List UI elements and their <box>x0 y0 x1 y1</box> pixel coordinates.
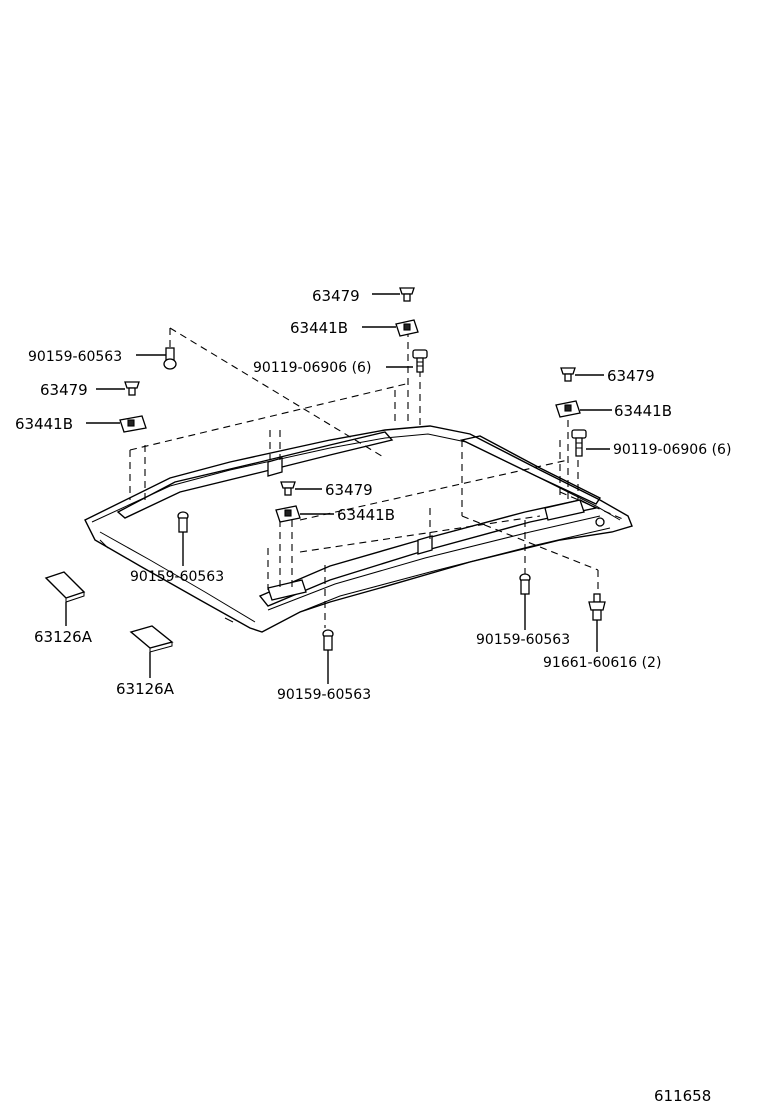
assembly-dashed-lines <box>129 327 626 628</box>
bolt-90159-icon <box>322 629 334 651</box>
bolt-90159-icon <box>177 511 189 533</box>
clip-63479-icon <box>280 481 296 496</box>
callout-90119-top: 90119-06906 (6) <box>253 360 371 376</box>
clip-63479-icon <box>124 381 140 396</box>
clip-63479-icon <box>560 367 576 382</box>
bracket-63441b-icon <box>395 319 419 337</box>
callout-63441b-left: 63441B <box>15 415 73 433</box>
callout-63441b-top: 63441B <box>290 319 348 337</box>
callout-63441b-middle: 63441B <box>337 506 395 524</box>
callout-63479-left: 63479 <box>40 381 88 399</box>
screw-90119-icon <box>412 349 428 373</box>
callout-63479-right: 63479 <box>607 367 655 385</box>
clip-63479-icon <box>399 287 415 302</box>
callout-90119-right: 90119-06906 (6) <box>613 442 731 458</box>
callout-90159-bottom: 90159-60563 <box>277 687 371 703</box>
bracket-63441b-icon <box>275 505 301 523</box>
callout-90159-left: 90159-60563 <box>28 349 122 365</box>
callout-91661: 91661-60616 (2) <box>543 655 661 671</box>
screw-91661-icon <box>588 593 606 621</box>
bracket-63441b-icon <box>119 415 147 433</box>
leader-lines <box>65 293 612 684</box>
bracket-63441b-icon <box>555 400 581 418</box>
roof-headliner <box>84 425 633 633</box>
callout-90159-right: 90159-60563 <box>476 632 570 648</box>
diagram-number: 611658 <box>654 1087 711 1105</box>
callout-63441b-right: 63441B <box>614 402 672 420</box>
callout-63126a-center: 63126A <box>116 680 175 698</box>
bolt-90159-icon <box>519 573 531 595</box>
callout-63126a-left: 63126A <box>34 628 93 646</box>
callout-63479-top: 63479 <box>312 287 360 305</box>
screw-90119-icon <box>571 429 587 457</box>
callout-63479-middle: 63479 <box>325 481 373 499</box>
bolt-90159-icon <box>163 347 177 370</box>
pad-63126a-icon <box>44 571 86 603</box>
pad-63126a-icon <box>129 625 174 653</box>
callout-90159-left-lower: 90159-60563 <box>130 569 224 585</box>
